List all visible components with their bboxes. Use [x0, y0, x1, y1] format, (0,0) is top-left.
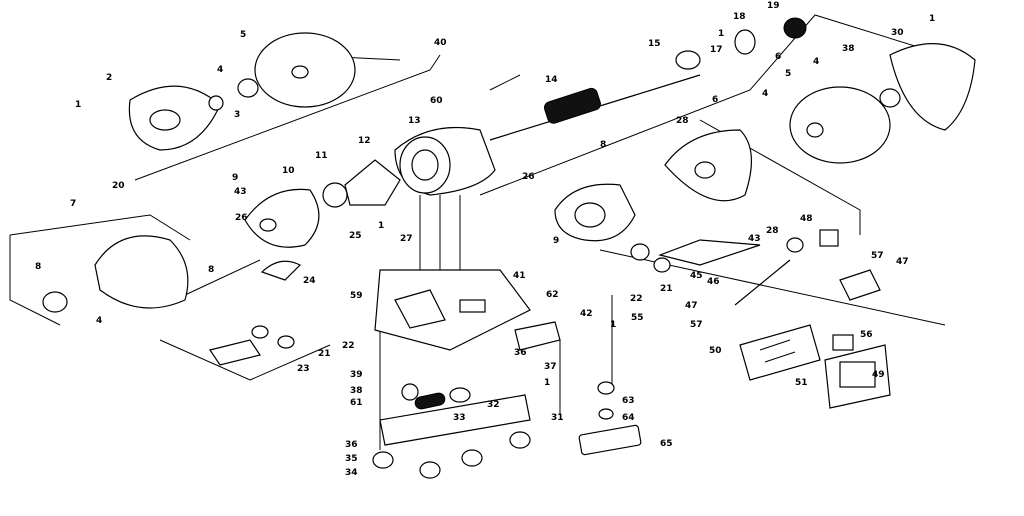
callout-48: 48 [800, 214, 813, 224]
callout-57: 57 [871, 251, 884, 261]
callout-8: 8 [600, 140, 606, 150]
callout-2: 2 [106, 73, 112, 83]
callout-63: 63 [622, 396, 635, 406]
right-wheel-assembly [554, 43, 976, 306]
callout-47: 47 [685, 301, 698, 311]
callout-49: 49 [872, 370, 885, 380]
callout-27: 27 [400, 234, 413, 244]
callout-46: 46 [707, 277, 720, 287]
callout-9: 9 [232, 173, 238, 183]
callout-19: 19 [767, 1, 780, 11]
callout-6: 6 [775, 52, 781, 62]
callout-8: 8 [35, 262, 41, 272]
callout-34: 34 [345, 468, 358, 478]
callout-1: 1 [75, 100, 81, 110]
callout-38: 38 [350, 386, 363, 396]
callout-10: 10 [282, 166, 295, 176]
callout-35: 35 [345, 454, 358, 464]
callout-4: 4 [217, 65, 223, 75]
base-assembly [209, 260, 642, 479]
callout-57: 57 [690, 320, 703, 330]
callout-50: 50 [709, 346, 722, 356]
callout-55: 55 [631, 313, 644, 323]
assembly-outline-lines [9, 14, 961, 450]
callout-1: 1 [718, 29, 724, 39]
callout-28: 28 [676, 116, 689, 126]
callout-59: 59 [350, 291, 363, 301]
callout-39: 39 [350, 370, 363, 380]
callout-65: 65 [660, 439, 673, 449]
callout-60: 60 [430, 96, 443, 106]
callout-7: 7 [70, 199, 76, 209]
callout-12: 12 [358, 136, 371, 146]
callout-36: 36 [345, 440, 358, 450]
callout-5: 5 [240, 30, 246, 40]
callout-11: 11 [315, 151, 328, 161]
callout-4: 4 [762, 89, 768, 99]
left-wheel-assembly [42, 32, 401, 313]
callout-51: 51 [795, 378, 808, 388]
callout-22: 22 [630, 294, 643, 304]
callout-8: 8 [208, 265, 214, 275]
callout-40: 40 [434, 38, 447, 48]
callout-56: 56 [860, 330, 873, 340]
callout-36: 36 [514, 348, 527, 358]
callout-62: 62 [546, 290, 559, 300]
callout-5: 5 [785, 69, 791, 79]
callout-21: 21 [660, 284, 673, 294]
callout-9: 9 [553, 236, 559, 246]
callout-30: 30 [891, 28, 904, 38]
callout-21: 21 [318, 349, 331, 359]
callout-28: 28 [766, 226, 779, 236]
callout-47: 47 [896, 257, 909, 267]
callout-33: 33 [453, 413, 466, 423]
callout-26: 26 [522, 172, 535, 182]
callout-24: 24 [303, 276, 316, 286]
callout-42: 42 [580, 309, 593, 319]
callout-22: 22 [342, 341, 355, 351]
callout-32: 32 [487, 400, 500, 410]
callout-13: 13 [408, 116, 421, 126]
callout-20: 20 [112, 181, 125, 191]
callout-26: 26 [235, 213, 248, 223]
callout-14: 14 [545, 75, 558, 85]
callout-37: 37 [544, 362, 557, 372]
callout-25: 25 [349, 231, 362, 241]
callout-23: 23 [297, 364, 310, 374]
callout-41: 41 [513, 271, 526, 281]
callout-4: 4 [96, 316, 102, 326]
callout-3: 3 [234, 110, 240, 120]
callout-labels: 1234520784432691011121360401415118191763… [35, 1, 935, 478]
callout-1: 1 [610, 320, 616, 330]
callout-15: 15 [648, 39, 661, 49]
callout-64: 64 [622, 413, 635, 423]
callout-6: 6 [712, 95, 718, 105]
callout-17: 17 [710, 45, 723, 55]
callout-31: 31 [551, 413, 564, 423]
callout-38: 38 [842, 44, 855, 54]
callout-45: 45 [690, 271, 703, 281]
eye-shield-assembly [739, 324, 891, 409]
callout-4: 4 [813, 57, 819, 67]
callout-61: 61 [350, 398, 363, 408]
callout-43: 43 [234, 187, 247, 197]
callout-18: 18 [733, 12, 746, 22]
callout-1: 1 [929, 14, 935, 24]
callout-1: 1 [544, 378, 550, 388]
callout-1: 1 [378, 221, 384, 231]
callout-43: 43 [748, 234, 761, 244]
motor-assembly [394, 17, 807, 196]
